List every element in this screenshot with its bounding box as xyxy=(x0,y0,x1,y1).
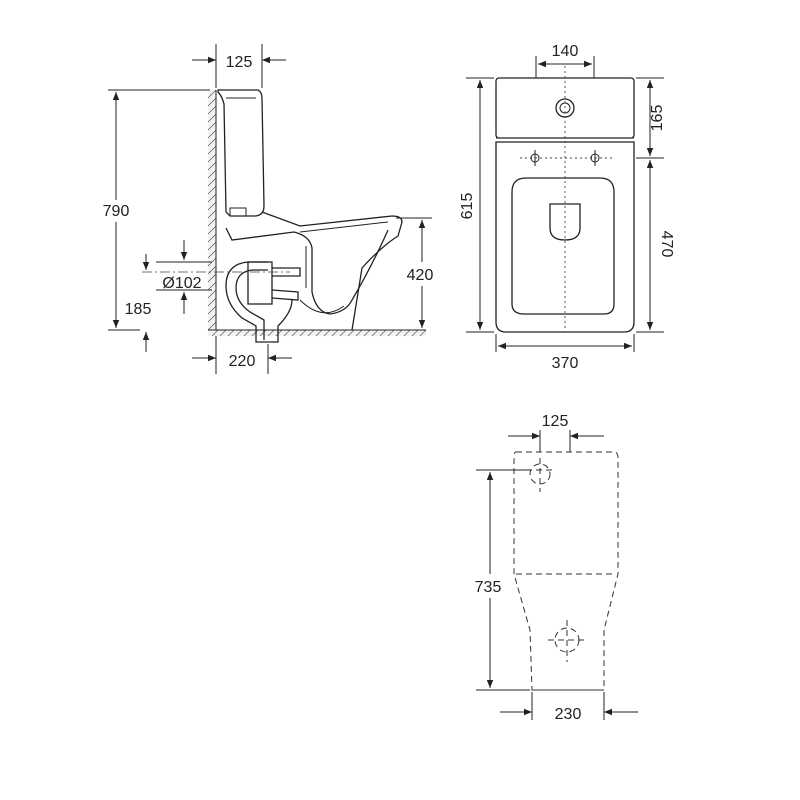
dim-outlet-diameter: Ø102 xyxy=(162,275,201,292)
dim-seat-height: 420 xyxy=(407,267,434,284)
bowl-opening xyxy=(511,177,615,315)
dim-tank-front: 165 xyxy=(649,105,666,132)
dim-hole-spacing: 735 xyxy=(475,579,502,596)
dim-total-height: 790 xyxy=(103,203,130,220)
footprint-outline xyxy=(513,451,619,691)
trapway xyxy=(225,227,389,315)
top-fixing-hole-icon xyxy=(526,458,554,492)
dim-tank-depth: 125 xyxy=(226,54,253,71)
wall-hatch xyxy=(207,89,427,337)
dim-base-width: 230 xyxy=(555,706,582,723)
dim-top-offset: 125 xyxy=(542,413,569,430)
dim-total-length: 615 xyxy=(459,193,476,220)
side-view: 125 790 185 Ø102 420 220 xyxy=(103,44,434,374)
bowl-outline xyxy=(261,211,403,331)
top-view: 140 165 615 470 370 xyxy=(459,43,675,372)
dim-outlet-distance: 220 xyxy=(229,353,256,370)
outlet-hole-icon xyxy=(548,620,586,662)
dim-bowl-length: 470 xyxy=(658,231,675,258)
bottom-view: 125 735 230 xyxy=(475,413,638,723)
bowl-top-outline xyxy=(495,141,635,333)
dim-button-width: 140 xyxy=(552,43,579,60)
dim-width: 370 xyxy=(552,355,579,372)
dim-outlet-height: 185 xyxy=(125,301,152,318)
cistern-outline xyxy=(217,89,265,217)
